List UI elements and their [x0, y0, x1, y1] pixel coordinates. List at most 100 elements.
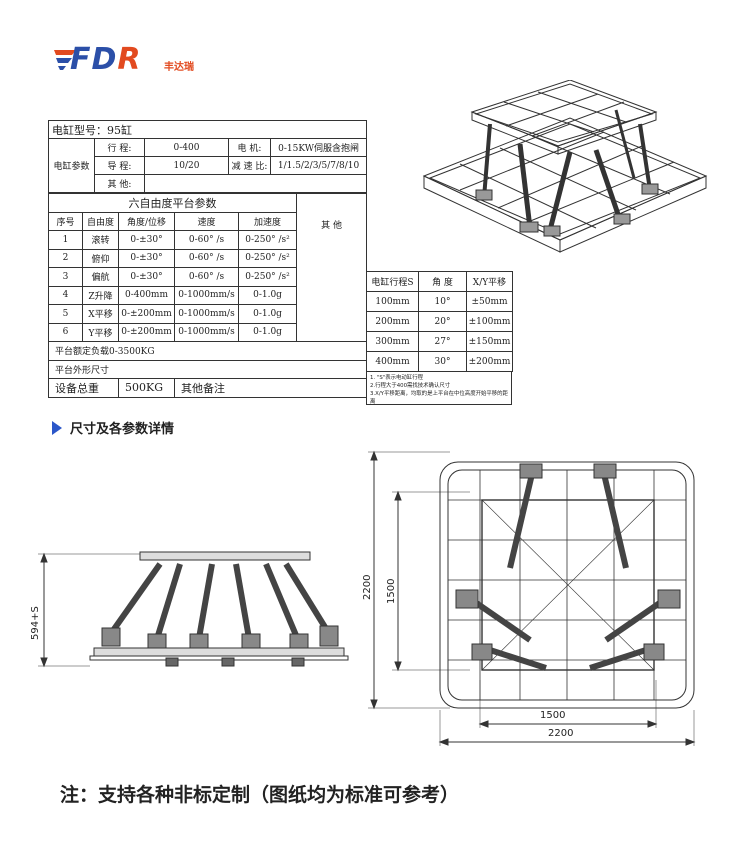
- stroke-cell: 300mm: [366, 331, 419, 352]
- dof-header-cell: 角度/位移: [118, 211, 175, 231]
- dof-header-row: 序号自由度角度/位移速度加速度: [48, 211, 367, 231]
- stroke-cell: ±100mm: [466, 311, 513, 332]
- stroke-cell: 27°: [418, 331, 467, 352]
- stroke-cell: 400mm: [366, 351, 419, 372]
- dof-cell: 0-±200mm: [118, 304, 175, 324]
- dof-cell: 3: [48, 267, 83, 287]
- isometric-platform-drawing: [422, 80, 708, 253]
- triangle-bullet-icon: [52, 421, 62, 435]
- motor-label: 电 机:: [228, 138, 271, 157]
- dof-cell: 0-250° /s²: [237, 267, 298, 287]
- note-2: 2.行程大于400需找技术确认尺寸: [370, 383, 451, 389]
- logo-subtitle: 丰达瑞: [164, 62, 194, 73]
- stroke-cell: 20°: [418, 311, 467, 332]
- stroke-cell: ±50mm: [466, 291, 513, 312]
- stroke-label: 行 程:: [94, 138, 145, 157]
- stroke-cell: 30°: [418, 351, 467, 372]
- rated-load: 平台额定负载0-3500KG: [47, 341, 368, 361]
- dof-cell: 1: [48, 230, 83, 250]
- remarks: 其他备注: [173, 378, 368, 398]
- dof-cell: 6: [48, 322, 83, 342]
- dof-cell: 0-±30°: [118, 248, 175, 268]
- dof-cell: 4: [48, 285, 83, 305]
- dof-cell: 0-250° /s²: [237, 248, 298, 268]
- logo-wing-icon: [54, 50, 76, 70]
- dof-cell: X平移: [82, 304, 119, 324]
- dof-cell: 0-60° /s: [174, 267, 239, 287]
- plan-width-inner-dimension: 1500: [540, 710, 566, 721]
- side-view-drawing: [38, 551, 349, 668]
- plan-height-outer-dimension: 2200: [362, 574, 373, 600]
- dof-cell: 0-60° /s: [174, 248, 239, 268]
- dof-cell: 2: [48, 248, 83, 268]
- dof-header-cell: 自由度: [82, 211, 119, 231]
- dof-cell: 0-1.0g: [237, 285, 298, 305]
- actuator-group-label: 电缸参数: [48, 138, 95, 193]
- stroke-cell: 100mm: [366, 291, 419, 312]
- footer-note: 注：支持各种非标定制（图纸均为标准可参考）: [60, 784, 460, 806]
- other-label: 其 他:: [94, 174, 145, 193]
- dof-cell: 0-±30°: [118, 267, 175, 287]
- stroke-value: 0-400: [144, 138, 229, 157]
- lead-label: 导 程:: [94, 156, 145, 175]
- section-heading: 尺寸及各参数详情: [52, 418, 174, 437]
- other-value: [143, 174, 368, 193]
- dof-header-cell: 序号: [48, 211, 83, 231]
- lead-value: 10/20: [144, 156, 229, 175]
- dof-cell: 0-1000mm/s: [174, 304, 239, 324]
- stroke-header-cell: X/Y平移: [466, 271, 513, 292]
- section-heading-text: 尺寸及各参数详情: [70, 422, 175, 437]
- dof-cell: 0-1000mm/s: [174, 322, 239, 342]
- dof-cell: 0-1000mm/s: [174, 285, 239, 305]
- actuator-model: 电缸型号：95缸: [47, 120, 368, 139]
- dof-cell: Y平移: [82, 322, 119, 342]
- dof-cell: Z升降: [82, 285, 119, 305]
- plan-view-drawing: [368, 450, 696, 746]
- brand-logo: FDR 丰达瑞: [52, 40, 202, 80]
- plan-width-outer-dimension: 2200: [548, 728, 574, 739]
- dof-cell: 5: [48, 304, 83, 324]
- total-weight-label: 设备总重: [48, 378, 119, 398]
- stroke-cell: ±150mm: [466, 331, 513, 352]
- dof-cell: 0-400mm: [118, 285, 175, 305]
- reducer-label: 减 速 比:: [228, 156, 271, 175]
- stroke-cell: 10°: [418, 291, 467, 312]
- total-weight-value: 500KG: [118, 378, 175, 398]
- dof-cell: 0-1.0g: [237, 304, 298, 324]
- platform-size: 平台外形尺寸: [47, 359, 368, 379]
- dof-cell: 0-60° /s: [174, 230, 239, 250]
- stroke-notes: 1. "S"表示电动缸行程 2.行程大于400需找技术确认尺寸 3.X/Y平移距…: [366, 371, 512, 405]
- dof-cell: 0-1.0g: [237, 322, 298, 342]
- stroke-header-cell: 角 度: [418, 271, 467, 292]
- dof-header-cell: 加速度: [237, 211, 298, 231]
- stroke-cell: ±200mm: [466, 351, 513, 372]
- dof-cell: 俯仰: [82, 248, 119, 268]
- dof-cell: 滚转: [82, 230, 119, 250]
- reducer-value: 1/1.5/2/3/5/7/8/10: [269, 156, 368, 175]
- dof-cell: 偏航: [82, 267, 119, 287]
- side-height-dimension: 594+S: [30, 606, 41, 640]
- dof-title: 六自由度平台参数: [47, 193, 298, 213]
- dof-cell: 0-±200mm: [118, 322, 175, 342]
- note-3: 3.X/Y平移距离，均取的是上平台在中位高度开始平移的距离: [370, 391, 508, 405]
- dof-other-column: 其 他: [296, 193, 368, 342]
- plan-height-inner-dimension: 1500: [386, 578, 397, 604]
- stroke-header-cell: 电缸行程S: [366, 271, 419, 292]
- dof-cell: 0-250° /s²: [237, 230, 298, 250]
- stroke-cell: 200mm: [366, 311, 419, 332]
- logo-text: FDR: [70, 42, 142, 77]
- motor-value: 0-15KW伺服含抱闸: [269, 138, 368, 157]
- actuator-spec-table: 电缸型号：95缸 电缸参数 行 程: 0-400 电 机: 0-15KW伺服含抱…: [47, 120, 368, 193]
